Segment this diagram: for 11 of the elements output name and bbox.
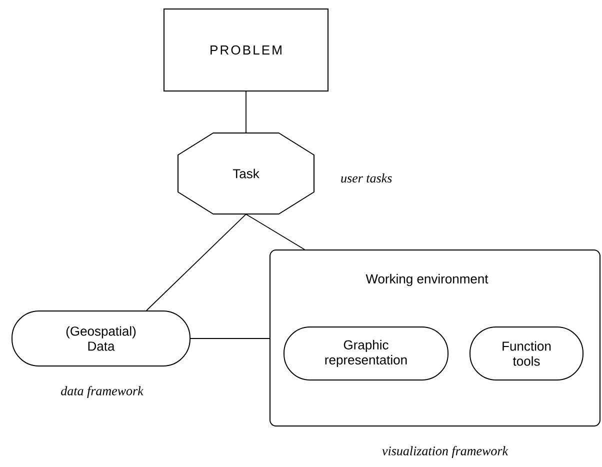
data-pill: (Geospatial) Data <box>12 310 190 366</box>
italic-caption: data framework <box>61 386 144 398</box>
connector-line <box>190 338 270 339</box>
tools-pill: Function tools <box>470 326 584 380</box>
connector-line <box>146 214 246 311</box>
italic-caption: user tasks <box>341 173 392 183</box>
italic-caption: visualization framework <box>382 446 508 458</box>
representation-pill: Graphic representation <box>284 326 448 380</box>
connector-line <box>246 214 305 250</box>
task-octagon: Task <box>178 132 314 214</box>
problem-box: PROBLEM <box>164 8 328 92</box>
